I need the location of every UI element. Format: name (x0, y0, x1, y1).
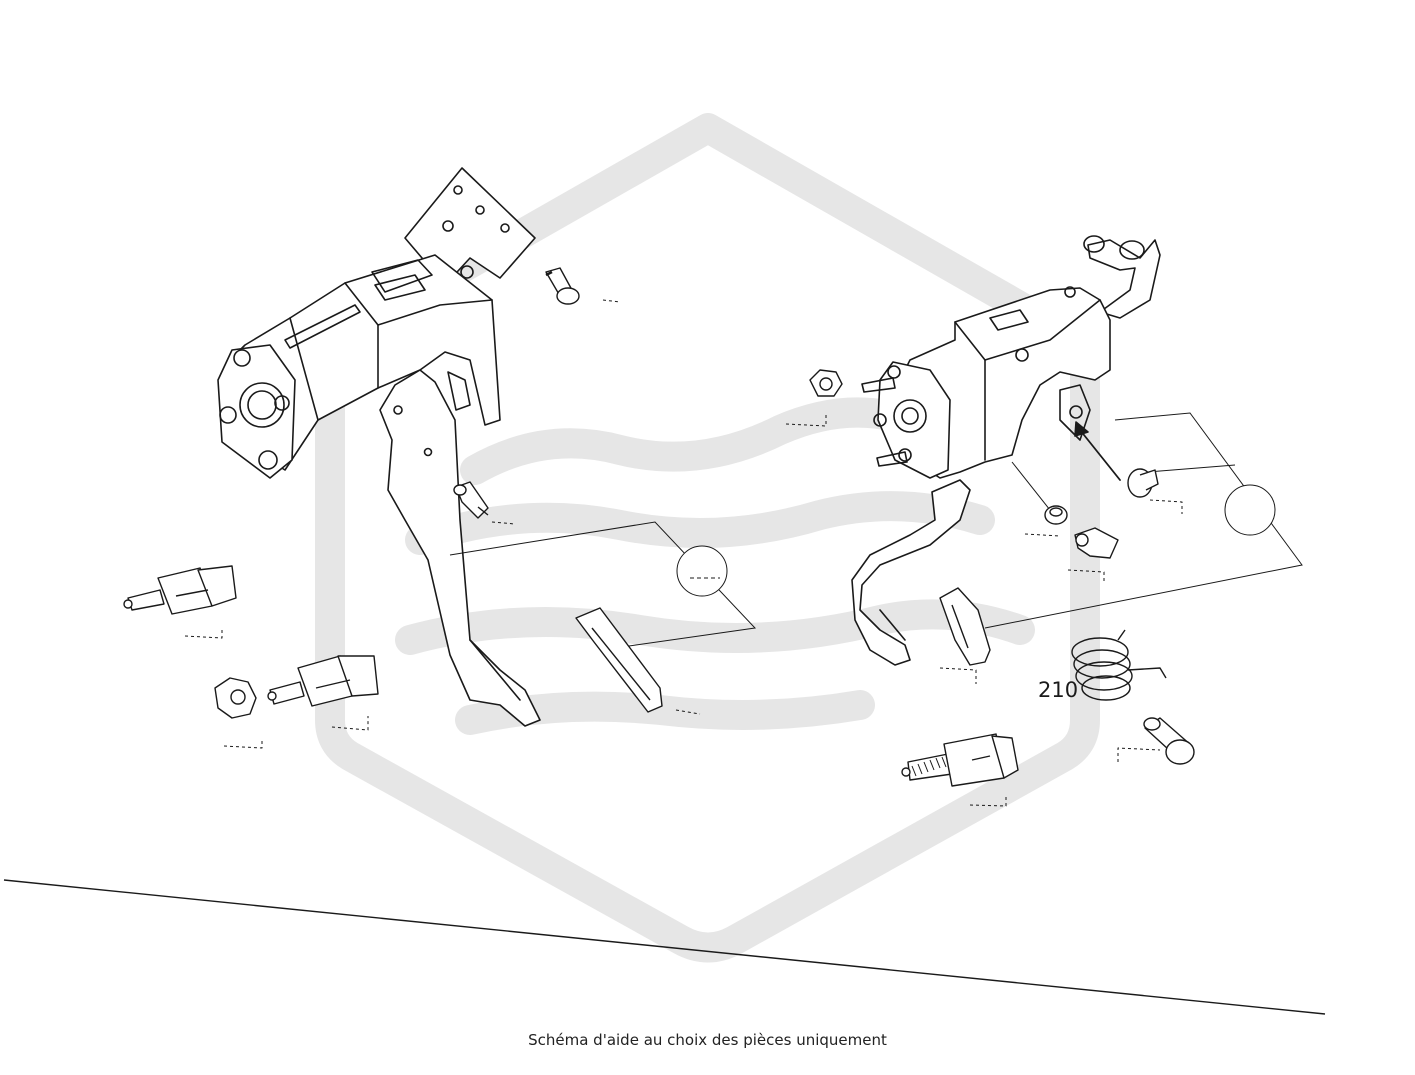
right-bolt-flange (877, 361, 951, 479)
star-nut-icon (214, 677, 257, 719)
right-pedal-pad-icon (939, 587, 991, 666)
stop-switch-icon (901, 733, 1019, 787)
left-small-parts (123, 267, 701, 749)
hex-nut-icon (809, 369, 843, 397)
pin-icon (1127, 468, 1159, 498)
floor-line (3, 879, 1326, 1015)
diagram-caption: Schéma d'aide au choix des pièces unique… (528, 1031, 887, 1049)
left-bolt-flange (217, 344, 296, 479)
clutch-switch-icon (267, 655, 379, 707)
pedal-pad-icon (575, 607, 663, 713)
right-top-tube (1087, 239, 1161, 319)
clevis-pin-icon (1143, 717, 1195, 765)
part-callout-number: 210 (1038, 678, 1078, 702)
assembly-arrow (1079, 429, 1121, 481)
right-callout-plane (984, 412, 1303, 629)
bolt-icon (545, 267, 580, 305)
left-pedal-arm (379, 369, 541, 727)
right-pedal-assembly (851, 235, 1161, 666)
right-pedal-arm (851, 479, 971, 666)
clip-icon (1074, 527, 1119, 559)
right-small-parts (785, 369, 1195, 807)
left-pedal-assembly (217, 167, 541, 727)
bushing-icon (1044, 505, 1068, 525)
brake-light-switch-icon (123, 565, 237, 615)
left-callout-plane (449, 521, 757, 649)
return-spring-icon (1071, 629, 1167, 701)
pivot-bolt-icon (453, 481, 489, 519)
